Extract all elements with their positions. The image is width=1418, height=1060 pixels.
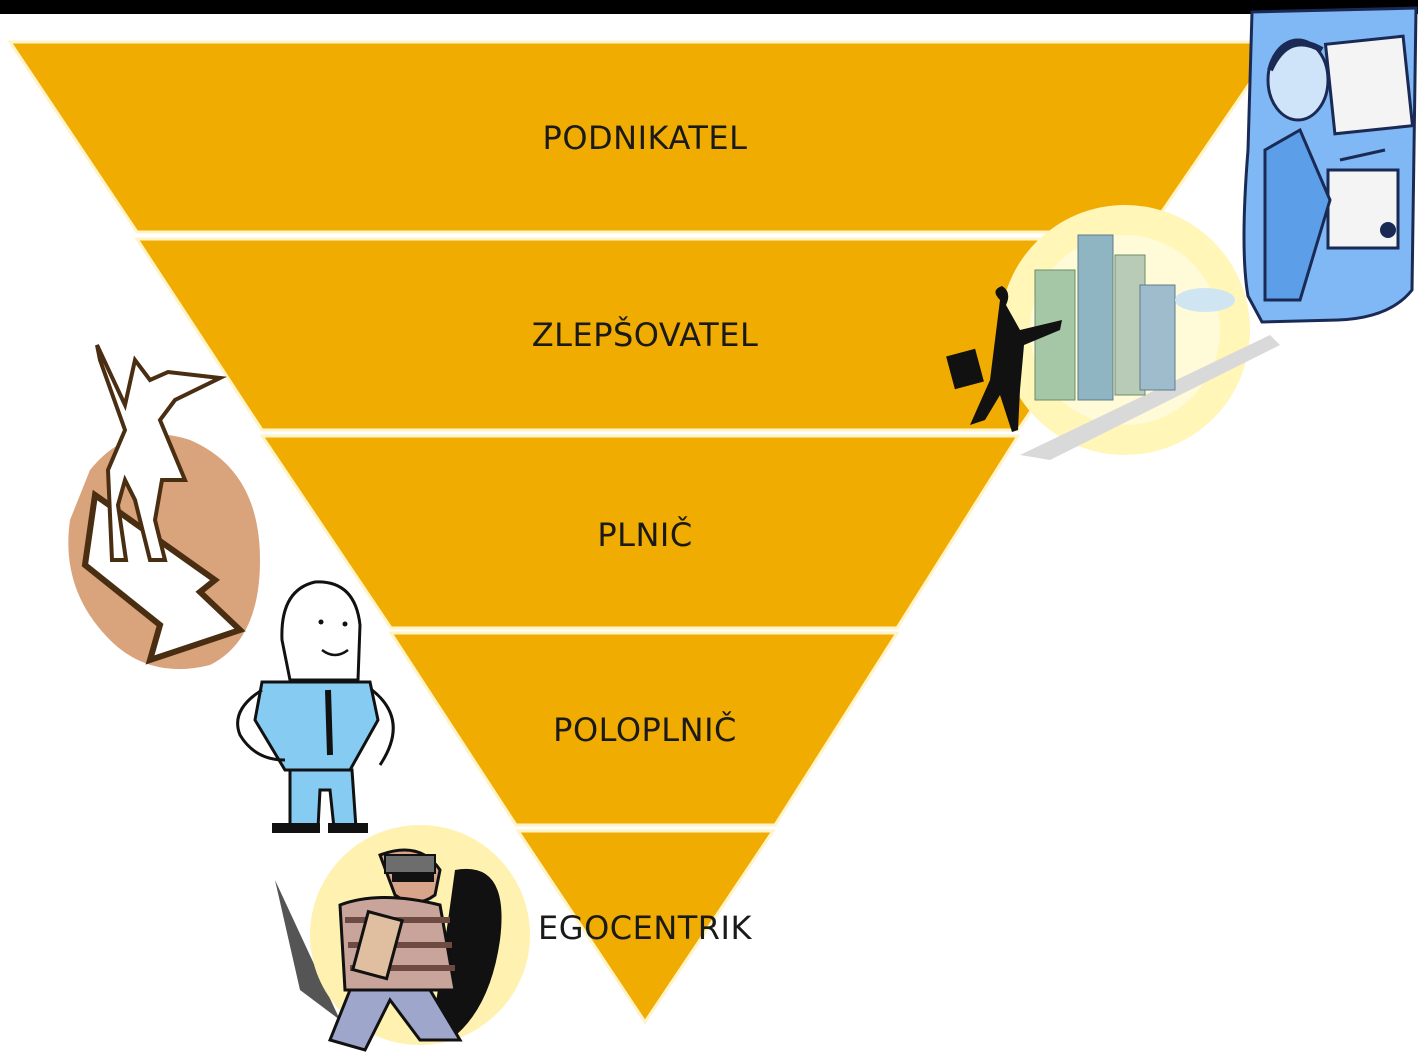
top-black-bar — [0, 0, 1418, 14]
businessman-with-document-icon — [1242, 6, 1418, 324]
police-officer-icon — [236, 580, 395, 833]
businessman-city-icon — [946, 205, 1280, 460]
woman-on-arrow-icon — [68, 344, 260, 670]
level-4-band — [388, 631, 900, 827]
level-3-band — [259, 434, 1021, 630]
level-2-label: ZLEPŠOVATEL — [531, 316, 759, 354]
level-4-label: POLOPLNIČ — [553, 711, 737, 749]
level-5-label: EGOCENTRIK — [538, 909, 752, 947]
level-5-band — [515, 829, 776, 1025]
level-3-label: PLNIČ — [597, 516, 693, 554]
level-1-label: PODNIKATEL — [542, 119, 748, 157]
burglar-icon — [275, 825, 530, 1052]
